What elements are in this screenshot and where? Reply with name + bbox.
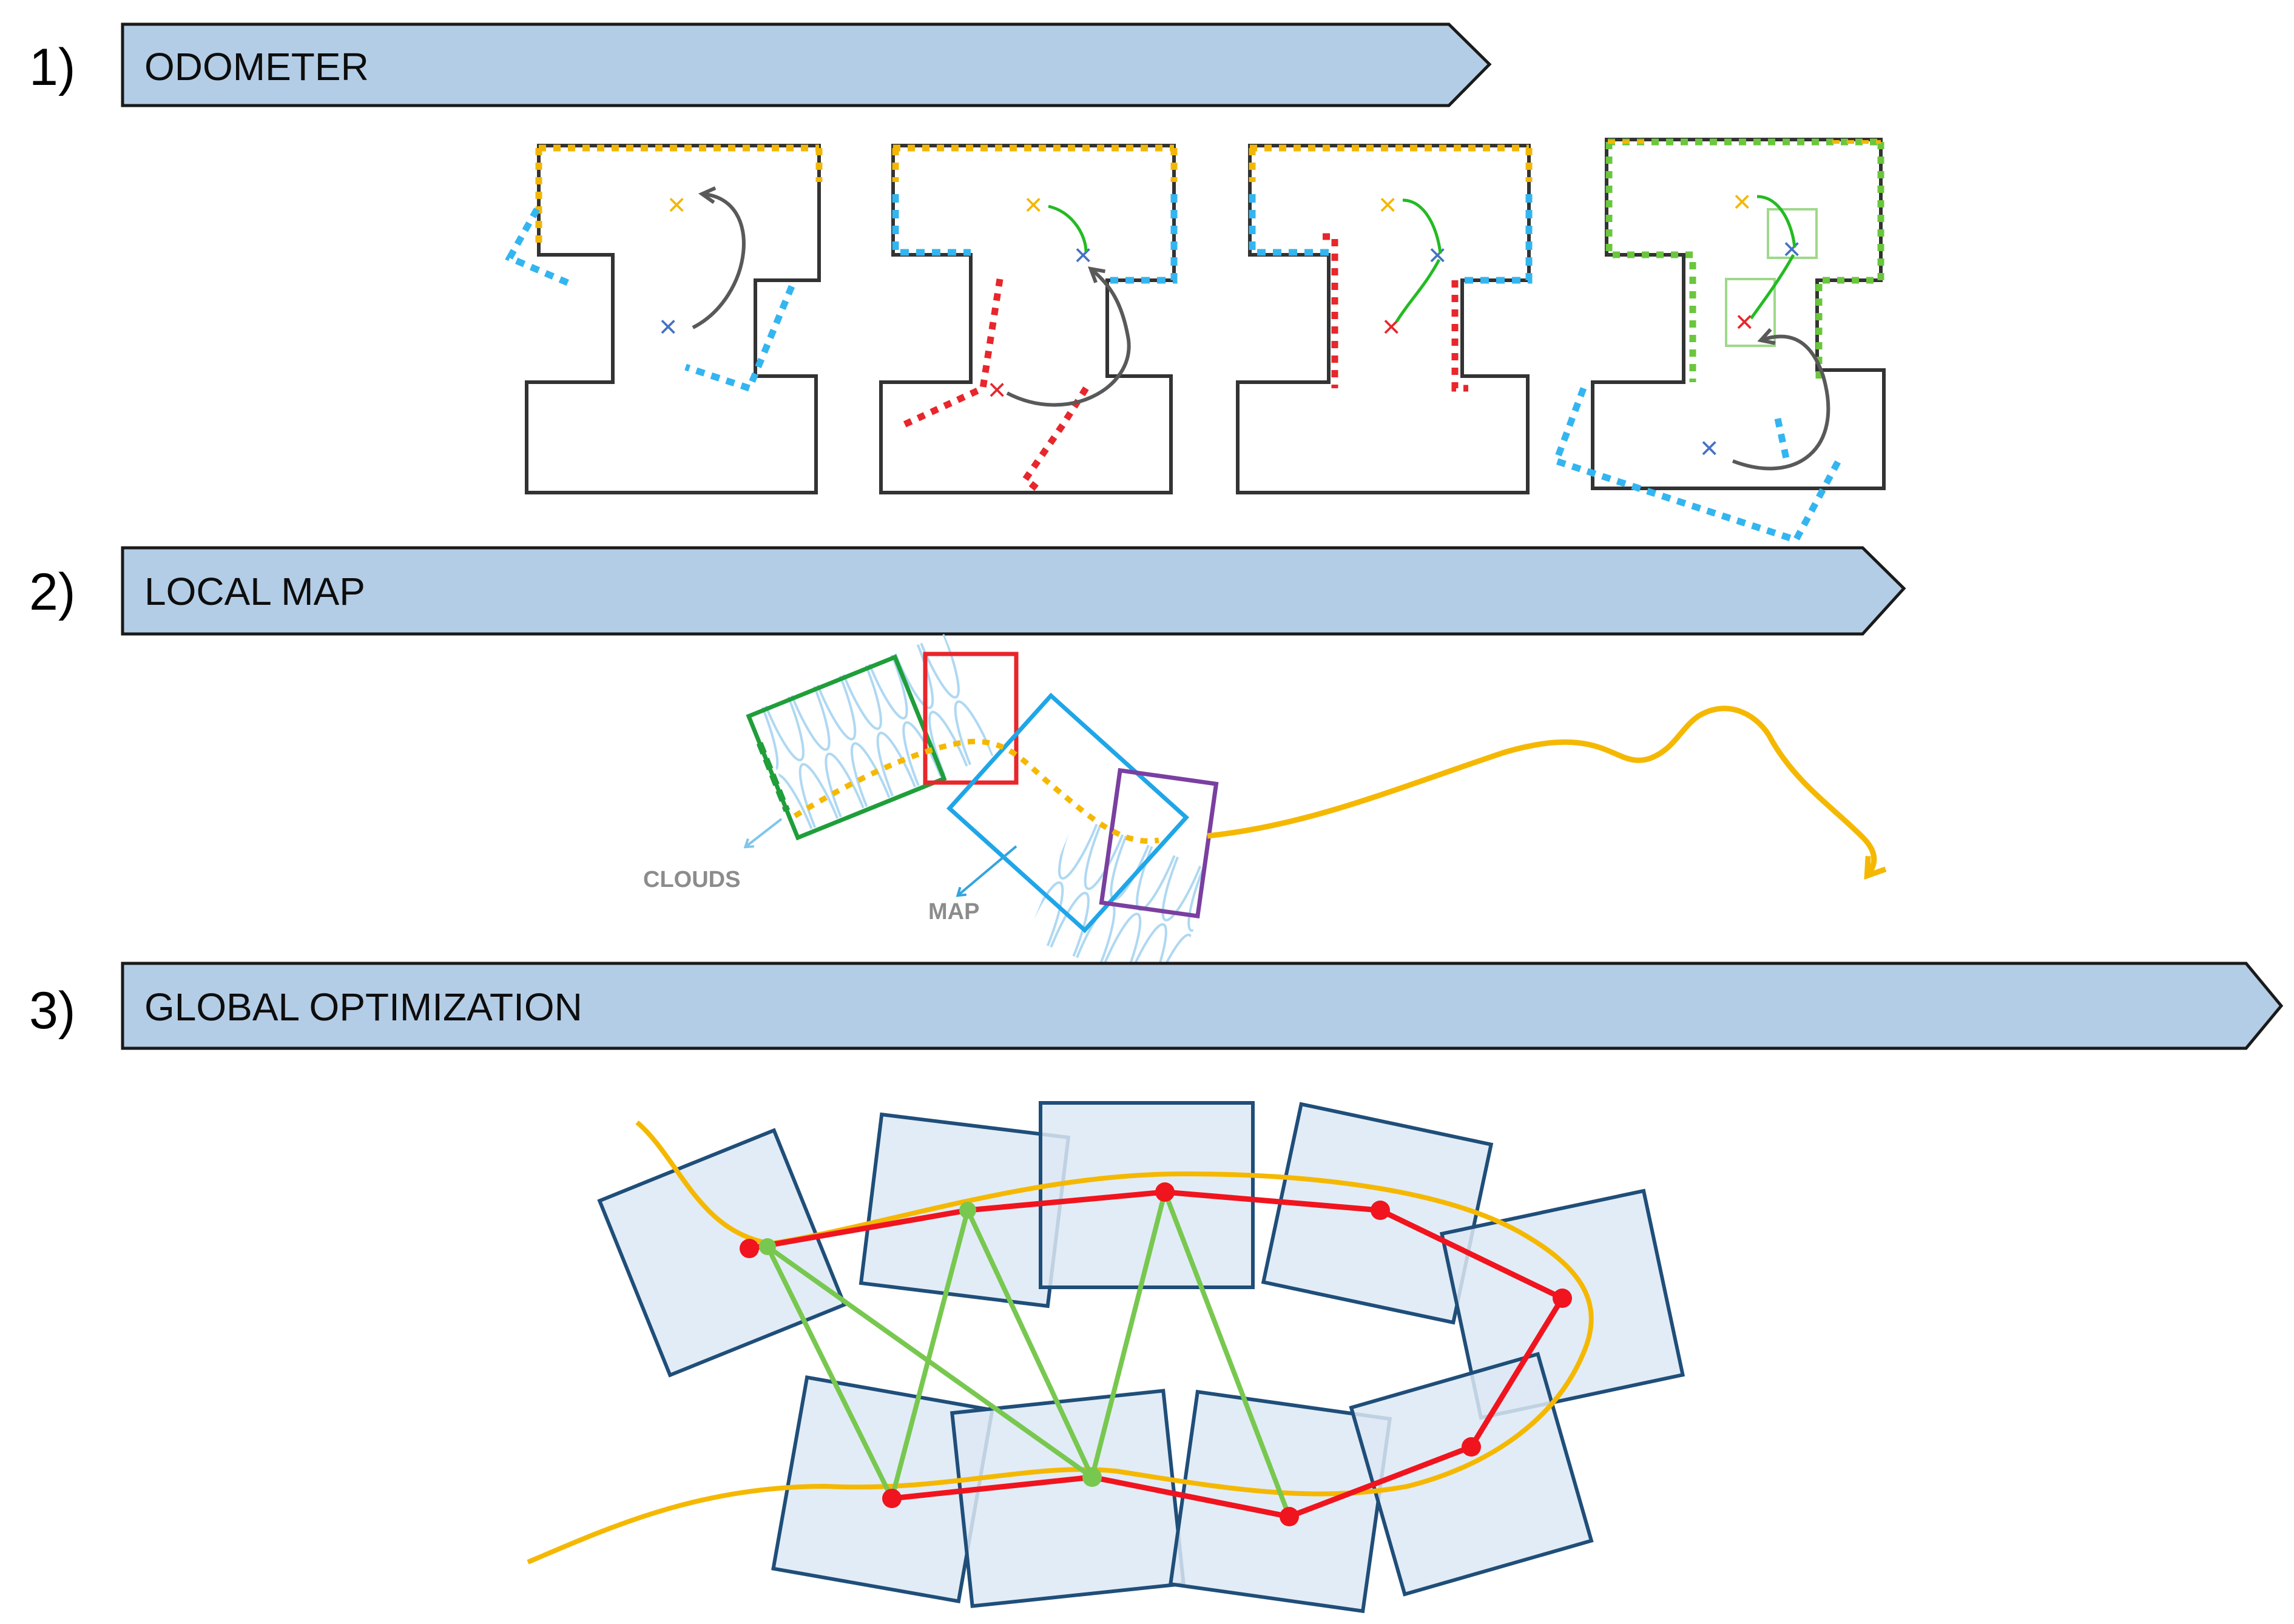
- scan-yellow-sides: [535, 148, 823, 243]
- odometer-banner-title: ODOMETER: [144, 45, 369, 89]
- section-global-optimization: 3) GLOBAL OPTIMIZATION: [29, 962, 2284, 1614]
- pose-x-red: ×: [988, 372, 1006, 408]
- global-optimization-banner-title: GLOBAL OPTIMIZATION: [144, 985, 582, 1029]
- pose-node: [1553, 1289, 1572, 1308]
- odometer-banner: [121, 22, 1492, 107]
- pose-x-blue: ×: [1074, 238, 1092, 273]
- trajectory-green: [1749, 195, 1796, 320]
- pose-node: [1371, 1201, 1390, 1220]
- pose-x-red: ×: [1735, 305, 1753, 340]
- odometer-panel-1: × ×: [505, 144, 823, 494]
- pose-x-yellow: ×: [1733, 184, 1751, 220]
- scan-coil-1: [752, 633, 994, 833]
- scan-red: [902, 278, 1089, 494]
- loop-closure-edges: [765, 1191, 1292, 1518]
- scan-blue: [892, 194, 1178, 284]
- trajectory-green: [1395, 198, 1442, 323]
- loop-node: [1082, 1467, 1102, 1487]
- scan-window: [1725, 278, 1776, 347]
- map-label: MAP: [928, 899, 979, 925]
- motion-arrow: [692, 186, 746, 329]
- scan-blue: [1249, 194, 1533, 284]
- local-map-banner: [121, 546, 1906, 636]
- clouds-pointer: [743, 818, 783, 849]
- scan-green: [1605, 138, 1884, 382]
- pose-x-blue-2: ×: [1700, 431, 1718, 466]
- pose-x-red: ×: [1382, 309, 1400, 345]
- trajectory: [527, 1120, 1594, 1565]
- pose-node: [1280, 1507, 1299, 1526]
- motion-arrow: [1006, 266, 1131, 407]
- step-number-3: 3): [29, 982, 75, 1040]
- pose-x-yellow: ×: [1378, 187, 1397, 223]
- frame-blue: [946, 692, 1190, 934]
- trajectory-solid: [1207, 706, 1887, 880]
- local-map-banner-title: LOCAL MAP: [144, 570, 365, 613]
- odometer-panel-3: × × ×: [1236, 144, 1533, 494]
- trajectory-dashed: [793, 738, 1159, 844]
- keyframe: [597, 1128, 847, 1378]
- room-outline: [525, 144, 821, 494]
- frame-purple: [1099, 767, 1219, 919]
- scan-yellow: [1249, 144, 1533, 182]
- pose-node: [740, 1239, 759, 1258]
- pose-node: [1462, 1437, 1481, 1457]
- keyframes: [597, 1101, 1685, 1614]
- pose-graph-nodes: [740, 1182, 1572, 1526]
- pose-x-yellow: ×: [1024, 187, 1042, 223]
- frame-green: [746, 654, 947, 841]
- loop-node: [959, 1202, 976, 1219]
- pose-x-blue: ×: [659, 309, 677, 345]
- section-local-map: 2) LOCAL MAP CLOUDS MAP: [29, 546, 1906, 994]
- keyframe: [1349, 1352, 1594, 1597]
- pose-node: [882, 1489, 902, 1508]
- pose-node: [1155, 1182, 1175, 1202]
- loop-node: [759, 1238, 776, 1255]
- global-optimization-banner: [121, 962, 2284, 1050]
- step-number-2: 2): [29, 563, 75, 621]
- section-odometer: 1) ODOMETER × × × × ×: [29, 22, 1886, 544]
- step-number-1: 1): [29, 38, 75, 96]
- scan-yellow: [892, 144, 1178, 182]
- clouds-label: CLOUDS: [643, 867, 740, 892]
- scan-red: [1323, 233, 1468, 392]
- map-pointer: [956, 845, 1017, 897]
- scan-blue: [1551, 387, 1841, 544]
- scan-blue: [505, 207, 795, 393]
- pose-x-yellow: ×: [667, 187, 686, 223]
- trajectory-green: [1048, 204, 1088, 252]
- odometer-panel-4: × × × ×: [1551, 138, 1886, 544]
- motion-arrow: [1732, 328, 1830, 471]
- odometer-panel-2: × × ×: [879, 144, 1178, 494]
- keyframe: [1168, 1389, 1392, 1614]
